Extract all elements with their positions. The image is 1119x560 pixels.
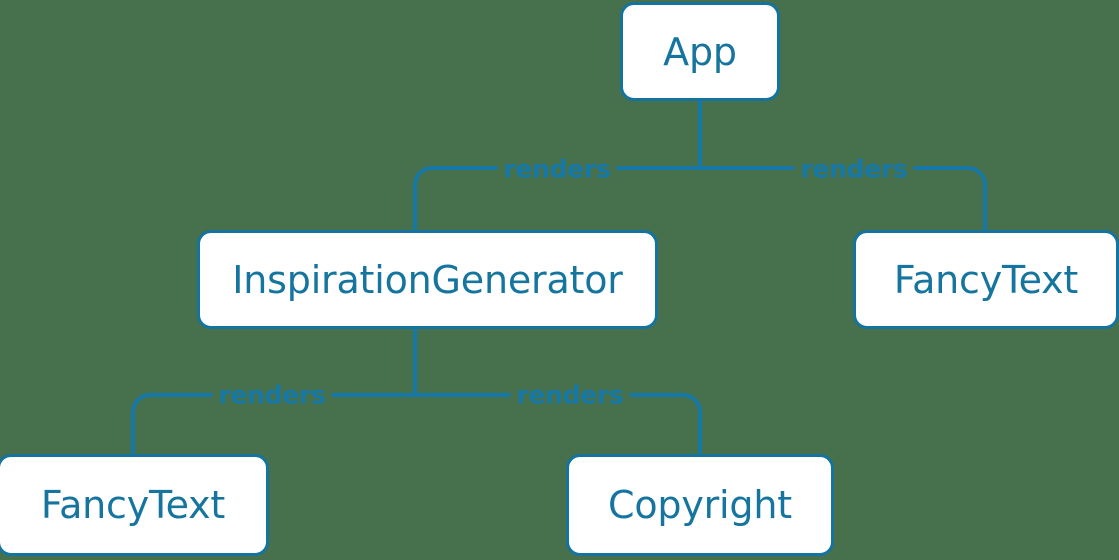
- node-app[interactable]: App: [620, 2, 780, 101]
- node-copyright[interactable]: Copyright: [566, 454, 834, 556]
- node-fancytext-right-label: FancyText: [893, 257, 1079, 302]
- edge-inspiration-generator-to-copyright: [415, 393, 702, 456]
- edge-inspiration-generator-to-fancytext-bottom: [131, 393, 415, 456]
- edge-label-app-to-inspiration-generator: renders: [497, 156, 617, 182]
- edge-label-inspiration-generator-to-fancytext-bottom: renders: [212, 382, 332, 408]
- edge-app-to-fancytext-right: [700, 166, 987, 232]
- node-app-label: App: [663, 29, 737, 74]
- node-inspiration-generator-label: InspirationGenerator: [232, 257, 623, 302]
- node-fancytext-right[interactable]: FancyText: [853, 230, 1119, 329]
- edge-app-to-inspiration-generator: [413, 166, 700, 232]
- edge-label-app-to-fancytext-right: renders: [794, 156, 914, 182]
- node-fancytext-bottom[interactable]: FancyText: [0, 454, 269, 556]
- node-inspiration-generator[interactable]: InspirationGenerator: [197, 230, 658, 329]
- node-copyright-label: Copyright: [608, 483, 792, 527]
- edge-label-inspiration-generator-to-copyright: renders: [510, 382, 630, 408]
- node-fancytext-bottom-label: FancyText: [40, 483, 226, 527]
